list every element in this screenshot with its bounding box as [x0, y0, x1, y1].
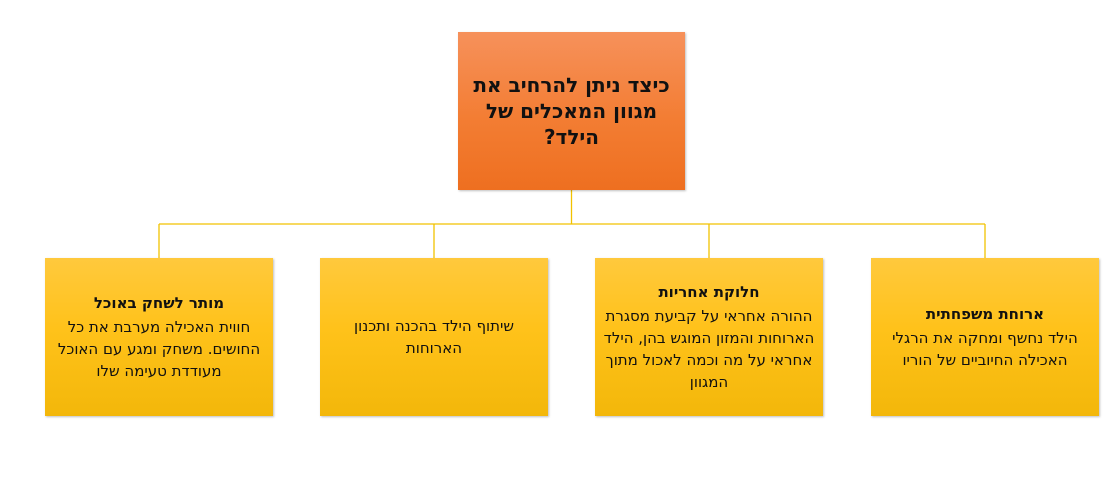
- child-node-involve-child: שיתוף הילד בהכנה ותכנון הארוחות: [320, 258, 548, 416]
- root-node: כיצד ניתן להרחיב את מגוון המאכלים של היל…: [458, 32, 685, 190]
- root-node-title: כיצד ניתן להרחיב את מגוון המאכלים של היל…: [473, 73, 670, 149]
- child-node-title: מותר לשחק באוכל: [93, 294, 225, 312]
- child-node-title: ארוחת משפחתית: [925, 305, 1045, 323]
- child-node-division-of-responsibility: חלוקת אחריות ההורה אחראי על קביעת מסגרת …: [595, 258, 823, 416]
- child-node-text: ההורה אחראי על קביעת מסגרת הארוחות והמזו…: [603, 307, 815, 391]
- child-node-text: הילד נחשף ומחקה את הרגלי האכילה החיוביים…: [892, 329, 1078, 369]
- child-node-text: שיתוף הילד בהכנה ותכנון הארוחות: [354, 317, 514, 357]
- child-node-title: חלוקת אחריות: [658, 283, 760, 301]
- child-node-text: חווית האכילה מערבת את כל החושים. משחק ומ…: [57, 318, 261, 380]
- child-node-play-with-food: מותר לשחק באוכל חווית האכילה מערבת את כל…: [45, 258, 273, 416]
- child-node-family-meal: ארוחת משפחתית הילד נחשף ומחקה את הרגלי ה…: [871, 258, 1099, 416]
